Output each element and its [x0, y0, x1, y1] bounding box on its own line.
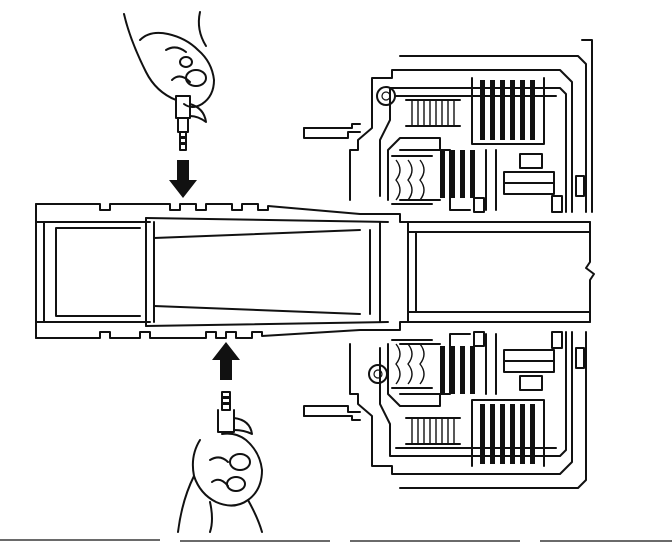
- lower-clutch-housing: [303, 331, 587, 489]
- hollow-shaft: [35, 203, 595, 339]
- upper-clutch-housing: [303, 39, 593, 213]
- air-gun-upper-icon: [123, 11, 215, 151]
- arrow-down-icon: [169, 160, 197, 198]
- arrow-up-icon: [212, 342, 240, 380]
- air-gun-lower-icon: [177, 391, 263, 533]
- page-edge-line: [0, 539, 672, 542]
